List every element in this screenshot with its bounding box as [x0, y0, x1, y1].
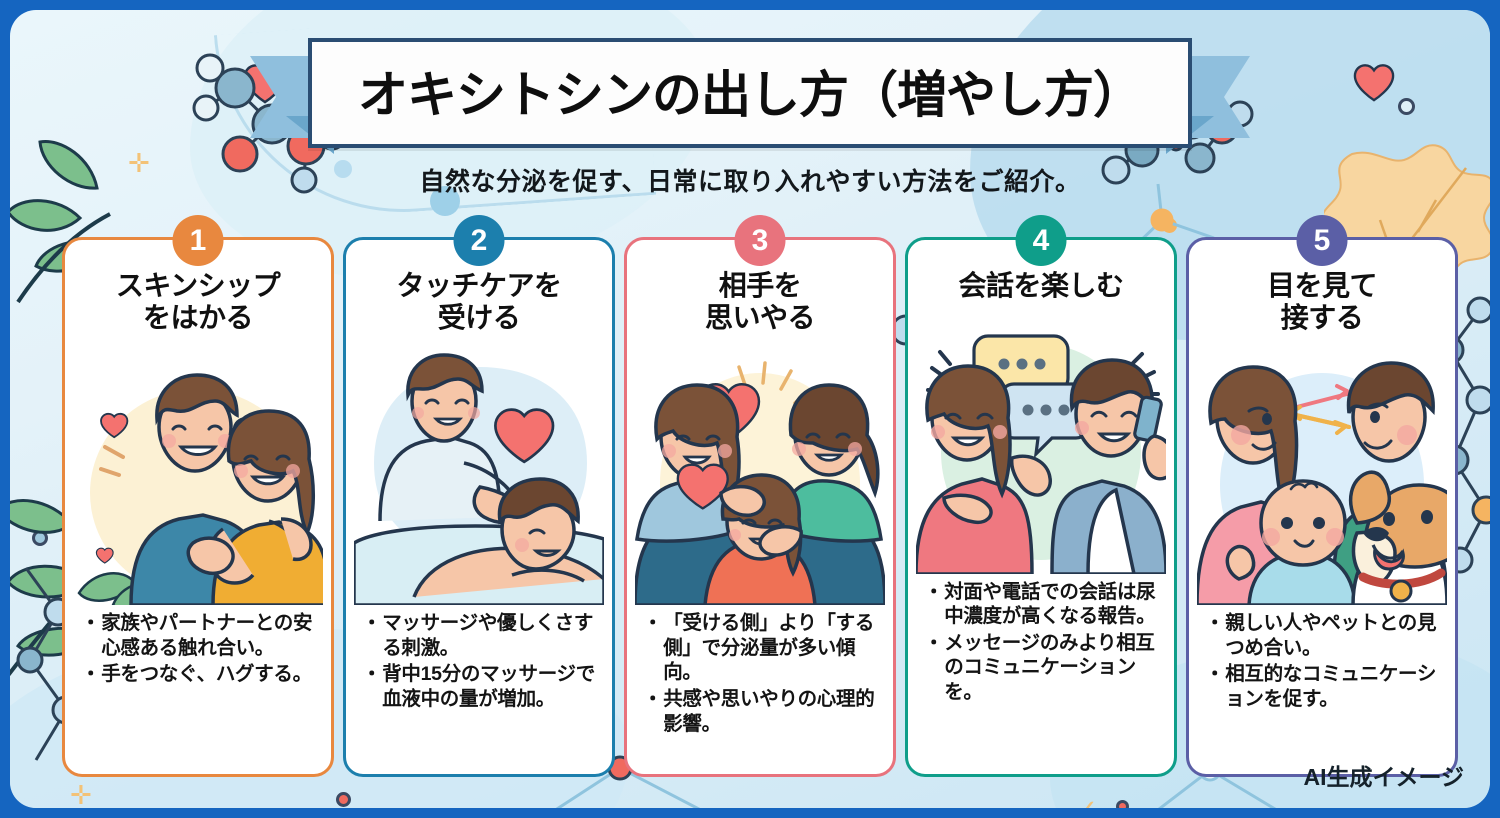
- card-number-badge-1: 1: [172, 215, 224, 266]
- massage-illustration: [354, 337, 604, 606]
- poster-inner: ✛ ✓ ✛: [10, 10, 1490, 808]
- sparkle-icon: ✓: [1076, 796, 1098, 808]
- bullet-text: 背中15分のマッサージで血液中の量が増加。: [382, 663, 595, 710]
- list-item: ・ 親しい人やペットとの見つめ合い。: [1205, 611, 1439, 660]
- card-bullets-1: ・ 家族やパートナーとの安心感ある触れ合い。 ・ 手をつなぐ、ハグする。: [73, 605, 323, 766]
- card-title-3: 相手を 思いやる: [704, 270, 816, 333]
- card-bullets-4: ・ 対面や電話での会話は尿中濃度が高くなる報告。 ・ メッセージのみより相互のコ…: [916, 574, 1166, 766]
- caring-family-illustration: [635, 337, 885, 606]
- bullet-text: メッセージのみより相互のコミュニケーションを。: [944, 631, 1155, 703]
- card-4[interactable]: 4 会話を楽しむ: [905, 215, 1177, 777]
- bullet-text: 手をつなぐ、ハグする。: [101, 663, 312, 686]
- bullet-marker: ・: [924, 631, 944, 654]
- bullet-marker: ・: [81, 663, 101, 686]
- list-item: ・ マッサージや優しくさする刺激。: [362, 611, 596, 660]
- bullet-marker: ・: [643, 687, 663, 710]
- card-number-badge-3: 3: [734, 215, 786, 266]
- list-item: ・ メッセージのみより相互のコミュニケーションを。: [924, 631, 1158, 705]
- list-item: ・ 家族やパートナーとの安心感ある触れ合い。: [81, 611, 315, 660]
- card-3[interactable]: 3 相手を 思いやる: [624, 215, 896, 777]
- bullet-text: 共感や思いやりの心理的影響。: [663, 687, 875, 735]
- couple-hug-illustration: [73, 337, 323, 606]
- card-2[interactable]: 2 タッチケアを 受ける: [343, 215, 615, 777]
- credit-label: AI生成イメージ: [1303, 764, 1464, 790]
- card-bullets-5: ・ 親しい人やペットとの見つめ合い。 ・ 相互的なコミュニケーションを促す。: [1197, 605, 1447, 766]
- sparkle-icon: ✛: [128, 148, 150, 178]
- card-number-badge-4: 4: [1015, 215, 1067, 266]
- bullet-marker: ・: [1205, 612, 1225, 635]
- card-title-5: 目を見て 接する: [1266, 270, 1378, 333]
- card-title-4: 会話を楽しむ: [958, 270, 1124, 301]
- molecule-decoration: [1108, 183, 1215, 272]
- bullet-marker: ・: [81, 612, 101, 635]
- page-title: オキシトシンの出し方（増やし方）: [358, 67, 1143, 123]
- list-item: ・ 背中15分のマッサージで血液中の量が増加。: [362, 662, 596, 711]
- decorative-dot: [334, 160, 352, 178]
- list-item: ・ 「受ける側」より「する側」で分泌量が多い傾向。: [643, 611, 877, 685]
- heart-icon: [1352, 62, 1396, 102]
- list-item: ・ 共感や思いやりの心理的影響。: [643, 687, 877, 736]
- list-item: ・ 対面や電話での会話は尿中濃度が高くなる報告。: [924, 580, 1158, 629]
- eye-contact-illustration: [1197, 337, 1447, 606]
- card-number-badge-2: 2: [453, 215, 505, 266]
- card-5[interactable]: 5 目を見て 接する: [1186, 215, 1458, 777]
- bullet-marker: ・: [643, 612, 663, 635]
- bullet-marker: ・: [1205, 663, 1225, 686]
- bullet-text: 対面や電話での会話は尿中濃度が高くなる報告。: [944, 580, 1156, 628]
- sparkle-icon: ✛: [70, 780, 92, 808]
- title-box: オキシトシンの出し方（増やし方）: [308, 38, 1192, 148]
- card-bullets-3: ・ 「受ける側」より「する側」で分泌量が多い傾向。 ・ 共感や思いやりの心理的影…: [635, 605, 885, 766]
- conversation-illustration: [916, 306, 1166, 574]
- list-item: ・ 相互的なコミュニケーションを促す。: [1205, 662, 1439, 711]
- decorative-dot: [1398, 98, 1415, 115]
- card-title-1: スキンシップ をはかる: [115, 270, 281, 333]
- cards-row: 1 スキンシップ をはかる: [62, 215, 1458, 777]
- decorative-dot: [336, 792, 351, 807]
- card-number-badge-5: 5: [1296, 215, 1348, 266]
- decorative-dot: [1116, 800, 1129, 808]
- bullet-text: 「受ける側」より「する側」で分泌量が多い傾向。: [663, 612, 875, 684]
- card-title-2: タッチケアを 受ける: [396, 270, 562, 333]
- bullet-text: マッサージや優しくさする刺激。: [382, 612, 594, 659]
- bullet-marker: ・: [924, 580, 944, 603]
- title-banner: オキシトシンの出し方（増やし方）: [10, 38, 1490, 154]
- decorative-dot: [430, 186, 460, 216]
- bullet-marker: ・: [362, 612, 382, 635]
- bullet-text: 親しい人やペットとの見つめ合い。: [1225, 612, 1437, 659]
- list-item: ・ 手をつなぐ、ハグする。: [81, 662, 315, 687]
- page-subtitle: 自然な分泌を促す、日常に取り入れやすい方法をご紹介。: [419, 168, 1081, 196]
- card-1[interactable]: 1 スキンシップ をはかる: [62, 215, 334, 777]
- bullet-text: 家族やパートナーとの安心感ある触れ合い。: [101, 612, 313, 659]
- card-bullets-2: ・ マッサージや優しくさする刺激。 ・ 背中15分のマッサージで血液中の量が増加…: [354, 605, 604, 766]
- bullet-marker: ・: [362, 663, 382, 686]
- bullet-text: 相互的なコミュニケーションを促す。: [1225, 663, 1437, 710]
